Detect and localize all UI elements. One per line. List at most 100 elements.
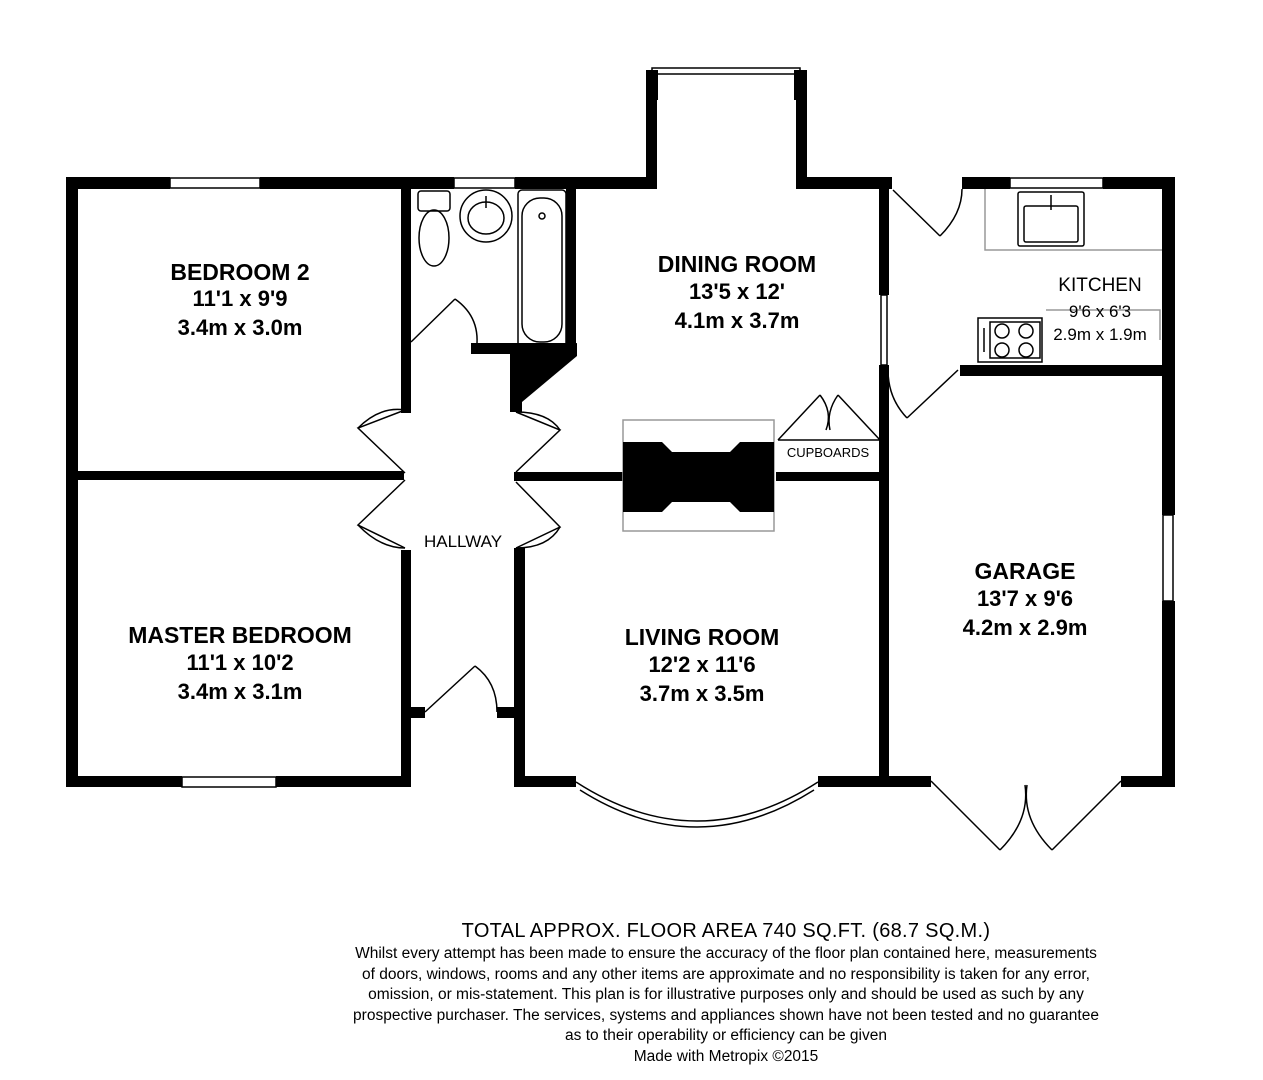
door-garage-left-swing (999, 784, 1027, 851)
wall-bay-left (646, 70, 657, 189)
room-dining: DINING ROOM 13'5 x 12' 4.1m x 3.7m (658, 251, 816, 333)
wall-top-kitchen-left (962, 177, 1010, 189)
wall-bath-bottom (471, 343, 571, 354)
room-dim-imperial: 12'2 x 11'6 (648, 652, 755, 677)
room-garage: GARAGE 13'7 x 9'6 4.2m x 2.9m (963, 558, 1088, 640)
hallway-label: HALLWAY (424, 532, 502, 551)
door-bedroom2 (356, 409, 406, 474)
door-cupboard-left-swing (819, 394, 830, 431)
door-living-swing (515, 526, 561, 549)
door-garage-right (1051, 780, 1122, 851)
wall-bay-left-stub (646, 70, 658, 100)
wall-top-dining-right (796, 177, 892, 189)
walls (66, 70, 1175, 787)
room-dim-imperial: 11'1 x 9'9 (193, 286, 288, 311)
wall-bath-right (566, 177, 576, 357)
wall-bay-right (796, 70, 807, 189)
door-master-bedroom (356, 479, 406, 549)
door-master-swing (357, 524, 406, 549)
kitchen-sink-icon (984, 189, 1162, 251)
wall-bottom-master-right (276, 776, 410, 787)
wall-bedrooms-divider (66, 471, 404, 480)
wall-bath-cupboard (510, 343, 577, 402)
room-dim-metric: 3.4m x 3.0m (178, 315, 303, 340)
wall-top-bedroom2-right (260, 177, 454, 189)
wall-right-outer-lower (1162, 601, 1175, 787)
credit: Made with Metropix ©2015 (633, 1047, 819, 1065)
toilet-icon (417, 190, 451, 267)
door-front-swing (474, 665, 498, 713)
wall-left-outer (66, 177, 78, 787)
door-garage-right-swing (1025, 784, 1053, 851)
window-kitchen (1009, 177, 1104, 189)
wall-bed2-hall-upper (401, 177, 411, 413)
wall-dining-living-right (776, 472, 888, 481)
room-dim-metric: 4.2m x 2.9m (963, 615, 1088, 640)
room-name: LIVING ROOM (625, 624, 780, 650)
wall-bottom-master-left (66, 776, 182, 787)
door-dining (515, 411, 562, 473)
floor-plan: BEDROOM 2 11'1 x 9'9 3.4m x 3.0m DINING … (66, 67, 1175, 851)
windows (169, 67, 1174, 828)
wall-dining-living-left (514, 472, 624, 481)
window-dining-bay (651, 67, 801, 75)
room-dim-imperial: 11'1 x 10'2 (186, 650, 293, 675)
room-name: DINING ROOM (658, 251, 816, 277)
basin-icon (459, 189, 513, 243)
wall-hall-right-lower (514, 548, 525, 787)
wall-hall-door-stub-left (401, 707, 425, 718)
plan-footer: TOTAL APPROX. FLOOR AREA 740 SQ.FT. (68.… (240, 918, 1212, 1067)
wall-bottom-garage-right (1121, 776, 1175, 787)
window-master-bedroom (181, 776, 277, 788)
wall-hall-right-upper (510, 354, 522, 412)
room-dim-metric: 3.7m x 3.5m (640, 681, 765, 706)
window-garage-side (1162, 514, 1174, 602)
window-living-bay-inner (579, 789, 815, 828)
room-dim-imperial: 9'6 x 6'3 (1069, 302, 1131, 321)
door-garage-left (930, 780, 1001, 851)
door-bedroom2-swing (357, 408, 406, 429)
wall-bottom-living-right (818, 776, 930, 787)
room-name: KITCHEN (1058, 275, 1141, 296)
disclaimer-line: of doors, windows, rooms and any other i… (361, 965, 1090, 983)
room-name: MASTER BEDROOM (128, 622, 352, 648)
door-bathroom-swing (454, 298, 478, 353)
room-kitchen: KITCHEN 9'6 x 6'3 2.9m x 1.9m (1053, 275, 1147, 344)
wall-garage-left (879, 365, 889, 776)
wall-bottom-garage-left (879, 776, 931, 787)
door-kitchen-back (892, 189, 941, 237)
door-kitchen-back-swing (939, 188, 963, 237)
wall-master-hall-lower (401, 550, 411, 787)
disclaimer-line: prospective purchaser. The services, sys… (353, 1006, 1099, 1024)
cupboards-label: CUPBOARDS (787, 445, 870, 460)
fixtures (417, 189, 1162, 532)
door-garage-internal (906, 369, 959, 419)
room-master-bedroom: MASTER BEDROOM 11'1 x 10'2 3.4m x 3.1m (128, 622, 352, 704)
room-dim-metric: 2.9m x 1.9m (1053, 325, 1147, 344)
door-garage-internal-swing (887, 369, 908, 419)
wall-bottom-living-left (514, 776, 576, 787)
bath-icon (517, 189, 567, 351)
door-living (515, 481, 562, 549)
room-dim-imperial: 13'7 x 9'6 (977, 586, 1073, 611)
disclaimer-line: as to their operability or efficiency ca… (565, 1027, 887, 1044)
wall-kitchen-garage (960, 365, 1175, 376)
door-cupboard-right (837, 394, 881, 441)
door-bathroom-leaf (410, 298, 456, 343)
door-dining-swing (515, 411, 561, 431)
doors (356, 188, 1122, 851)
disclaimer-line: Whilst every attempt has been made to en… (355, 945, 1097, 962)
window-bedroom2 (169, 177, 261, 189)
wall-top-bath-right (515, 177, 657, 189)
room-living: LIVING ROOM 12'2 x 11'6 3.7m x 3.5m (625, 624, 780, 706)
window-bathroom (453, 177, 516, 189)
window-kitchen-opening (880, 294, 888, 366)
room-bedroom2: BEDROOM 2 11'1 x 9'9 3.4m x 3.0m (170, 259, 309, 340)
wall-top-bedroom2-left (66, 177, 170, 189)
room-name: GARAGE (975, 558, 1076, 584)
window-living-bay (575, 781, 819, 822)
hob-icon (977, 309, 1161, 363)
wall-right-outer-upper (1162, 177, 1175, 515)
room-dim-imperial: 13'5 x 12' (689, 279, 785, 304)
door-front-leaf (424, 665, 476, 713)
